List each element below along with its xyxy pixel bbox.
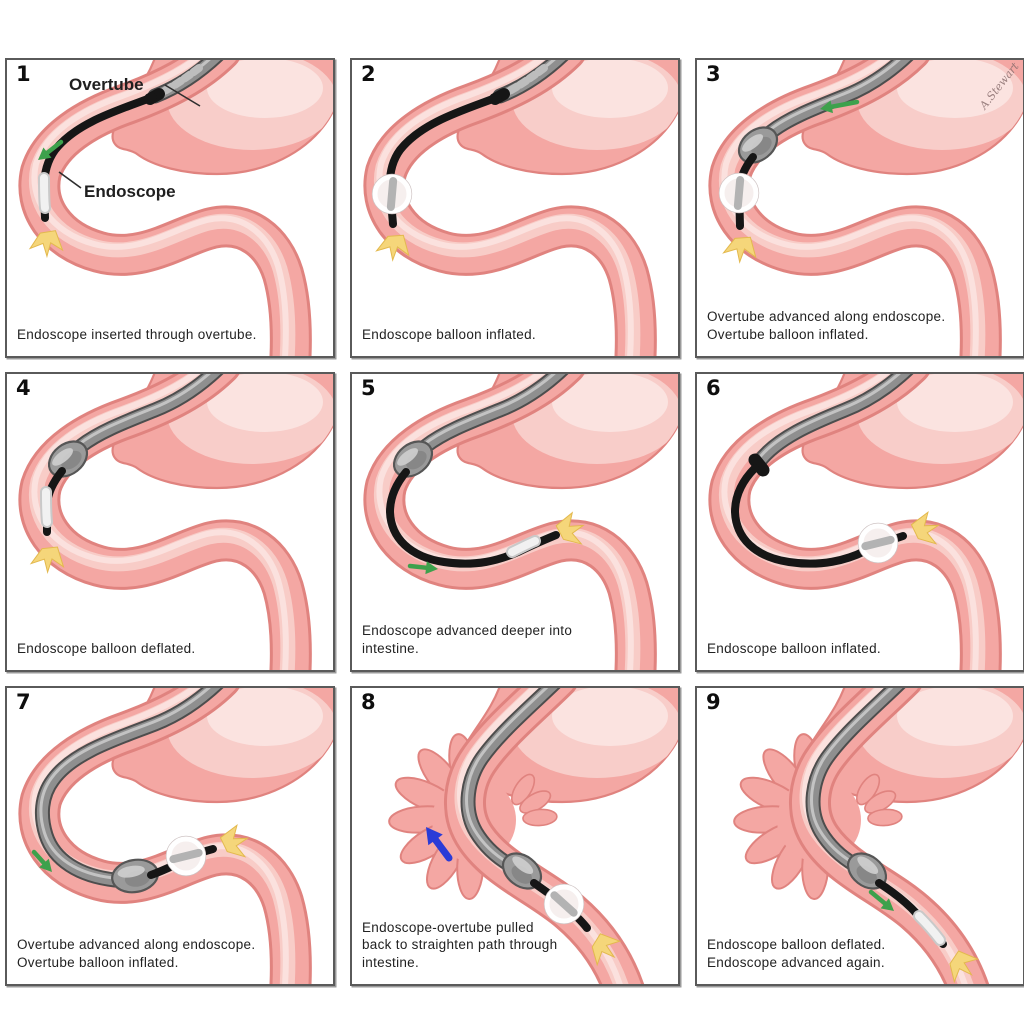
panel-caption: Endoscope balloon deflated. (17, 641, 196, 657)
panel-caption: Endoscope-overtube pulled back to straig… (362, 919, 558, 971)
panel-8: 8 Endoscope-overtube pulled back to stra… (350, 686, 680, 986)
panel-9: 9 Endoscope balloon deflated. Endoscope … (695, 686, 1024, 986)
panel-number: 4 (16, 376, 31, 400)
panel-number: 8 (361, 690, 376, 714)
panel-8-illustration (388, 688, 678, 984)
panel-7-illustration (18, 688, 333, 984)
panel-4: 4 Endoscope balloon deflated. (5, 372, 335, 672)
panel-2: 2 Endoscope balloon inflated. (350, 58, 680, 358)
panel-number: 1 (16, 62, 31, 86)
panel-2-illustration (363, 60, 678, 356)
panel-5: 5 Endoscope advanced deeper into intesti… (350, 372, 680, 672)
panel-caption: Endoscope advanced deeper into intestine… (362, 623, 573, 657)
panel-7: 7 Overtube advanced along endoscope. Ove… (5, 686, 335, 986)
panel-number: 7 (16, 690, 31, 714)
svg-text:Endoscope: Endoscope (84, 182, 176, 201)
svg-text:Overtube: Overtube (69, 75, 144, 94)
panel-caption: Endoscope balloon deflated. Endoscope ad… (707, 937, 886, 971)
panel-3-illustration: A.Stewart (708, 60, 1023, 356)
panel-9-illustration (733, 688, 1023, 984)
panel-caption: Endoscope balloon inflated. (362, 327, 536, 343)
panel-6-illustration (708, 374, 1023, 670)
panel-6: 6 Endoscope balloon inflated. (695, 372, 1024, 672)
panel-number: 3 (706, 62, 721, 86)
panel-caption: Overtube advanced along endoscope. Overt… (707, 309, 946, 343)
panel-caption: Endoscope inserted through overtube. (17, 327, 257, 343)
panel-3: A.Stewart 3 Overtube advanced along endo… (695, 58, 1024, 358)
panel-number: 9 (706, 690, 721, 714)
panel-4-illustration (18, 374, 333, 670)
panel-caption: Overtube advanced along endoscope. Overt… (17, 937, 256, 971)
panel-5-illustration (363, 374, 678, 670)
panel-number: 5 (361, 376, 376, 400)
panel-number: 2 (361, 62, 376, 86)
panel-caption: Endoscope balloon inflated. (707, 641, 881, 657)
panel-number: 6 (706, 376, 721, 400)
